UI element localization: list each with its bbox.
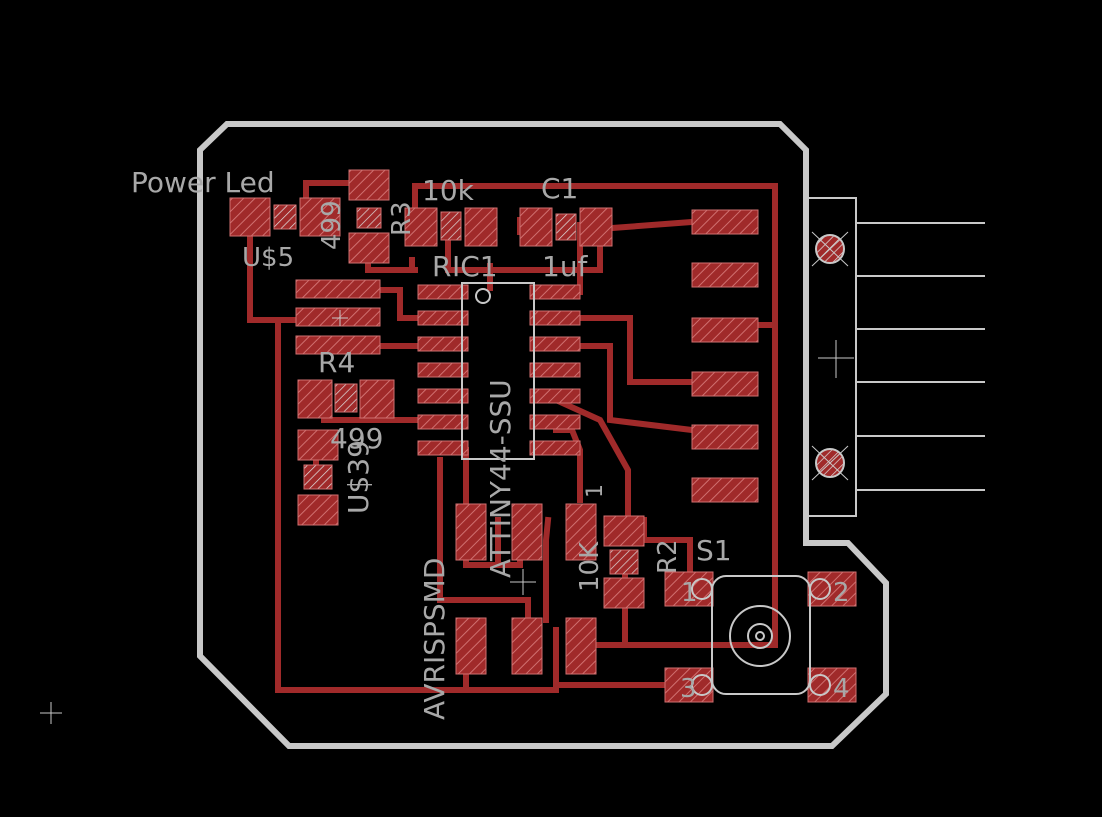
label-s1-pin4: 4 (833, 674, 850, 704)
ic-outline (461, 282, 535, 460)
switch-body (691, 575, 831, 696)
label-r2-value: 10K (575, 541, 605, 592)
label-u5: U$5 (242, 243, 294, 273)
label-r4-value: 499 (330, 422, 383, 455)
label-c1: C1 (541, 172, 578, 205)
label-led-value: 499 (317, 200, 347, 250)
label-r3: R3 (387, 201, 417, 236)
label-s1-pin3: 3 (680, 674, 697, 704)
label-s1-pin2: 2 (833, 578, 850, 608)
smd-pads (229, 169, 857, 703)
label-c1-value: 1uf (542, 250, 589, 283)
label-r4: R4 (318, 346, 355, 379)
label-s1-pin1: 1 (681, 578, 698, 608)
label-ic-ref: IC1 (452, 250, 498, 283)
ftdi-connector (805, 197, 985, 517)
board-outline (197, 121, 889, 749)
label-avrispsmd: AVRISPSMD (418, 558, 451, 720)
origin-marks (40, 310, 536, 724)
label-ic-part: ATTINY44-SSU (484, 379, 517, 578)
label-r2-pin: 1 (583, 484, 608, 498)
label-ric: R (432, 250, 451, 283)
label-s1: S1 (696, 534, 732, 567)
label-u39: U$39 (342, 440, 375, 514)
label-power-led: Power Led (131, 166, 275, 199)
label-r3-value: 10k (422, 174, 475, 207)
label-r2-ref: R2 (653, 539, 683, 574)
